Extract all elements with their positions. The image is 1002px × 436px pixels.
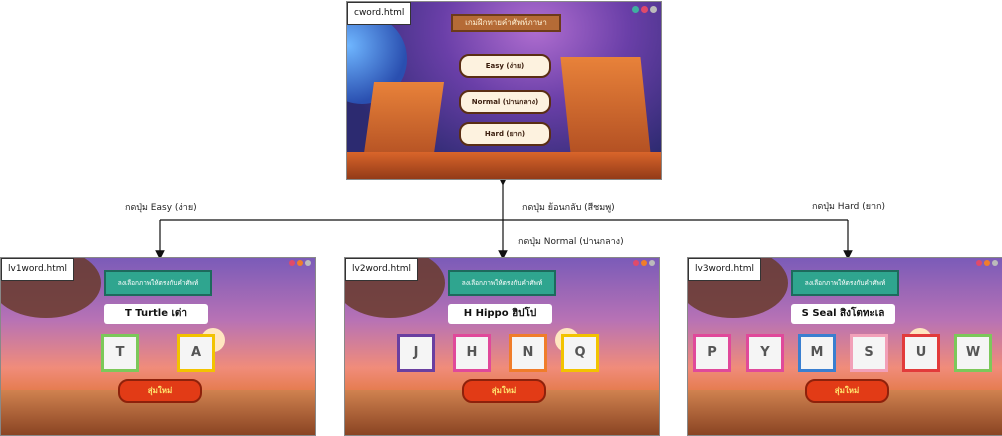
target-word: T Turtle เต่า bbox=[104, 304, 208, 324]
cword-filename: cword.html bbox=[347, 2, 412, 25]
info-icon[interactable] bbox=[992, 260, 998, 266]
instruction-banner: ลงเลือกภาพให้ตรงกับคำศัพท์ bbox=[104, 270, 212, 296]
top-icons bbox=[289, 260, 311, 266]
hard-button[interactable]: Hard (ยาก) bbox=[459, 122, 551, 146]
picture-card[interactable]: J bbox=[397, 334, 435, 372]
back-label: กดปุ่ม ย้อนกลับ (สีชมพู) bbox=[522, 203, 615, 213]
hard-label: กดปุ่ม Hard (ยาก) bbox=[812, 202, 885, 212]
level-filename: lv2word.html bbox=[345, 258, 419, 281]
normal-button[interactable]: Normal (ปานกลาง) bbox=[459, 90, 551, 114]
picture-card[interactable]: N bbox=[509, 334, 547, 372]
home-icon[interactable] bbox=[633, 260, 639, 266]
lv2-screen: lv2word.html ลงเลือกภาพให้ตรงกับคำศัพท์ H … bbox=[344, 257, 660, 436]
instruction-banner: ลงเลือกภาพให้ตรงกับคำศัพท์ bbox=[448, 270, 556, 296]
random-button[interactable]: สุ่มใหม่ bbox=[118, 379, 202, 403]
level-filename: lv1word.html bbox=[1, 258, 75, 281]
target-word: S Seal สิงโตทะเล bbox=[791, 304, 895, 324]
instruction-banner: ลงเลือกภาพให้ตรงกับคำศัพท์ bbox=[791, 270, 899, 296]
picture-card[interactable]: Y bbox=[746, 334, 784, 372]
lv3-screen: lv3word.html ลงเลือกภาพให้ตรงกับคำศัพท์ S … bbox=[687, 257, 1002, 436]
lv1-screen: lv1word.html ลงเลือกภาพให้ตรงกับคำศัพท์ T … bbox=[0, 257, 316, 436]
title-banner: เกมฝึกทายคำศัพท์ภาษา bbox=[451, 14, 561, 32]
target-word: H Hippo ฮิปโป bbox=[448, 304, 552, 324]
ground bbox=[347, 152, 661, 179]
picture-card[interactable]: M bbox=[798, 334, 836, 372]
top-icons bbox=[633, 260, 655, 266]
easy-label: กดปุ่ม Easy (ง่าย) bbox=[125, 203, 197, 213]
picture-card[interactable]: H bbox=[453, 334, 491, 372]
sound-icon[interactable] bbox=[297, 260, 303, 266]
home-icon[interactable] bbox=[641, 6, 648, 13]
info-icon[interactable] bbox=[650, 6, 657, 13]
home-icon[interactable] bbox=[976, 260, 982, 266]
picture-card[interactable]: T bbox=[101, 334, 139, 372]
top-icons bbox=[632, 6, 657, 13]
sound-icon[interactable] bbox=[984, 260, 990, 266]
picture-card[interactable]: U bbox=[902, 334, 940, 372]
picture-card[interactable]: S bbox=[850, 334, 888, 372]
normal-label: กดปุ่ม Normal (ปานกลาง) bbox=[518, 237, 624, 247]
info-icon[interactable] bbox=[305, 260, 311, 266]
easy-button[interactable]: Easy (ง่าย) bbox=[459, 54, 551, 78]
level-filename: lv3word.html bbox=[688, 258, 762, 281]
cword-screen: cword.html เกมฝึกทายคำศัพท์ภาษา Easy (ง่… bbox=[346, 1, 662, 180]
picture-card[interactable]: A bbox=[177, 334, 215, 372]
home-icon[interactable] bbox=[289, 260, 295, 266]
random-button[interactable]: สุ่มใหม่ bbox=[462, 379, 546, 403]
picture-card[interactable]: W bbox=[954, 334, 992, 372]
info-icon[interactable] bbox=[649, 260, 655, 266]
picture-card[interactable]: P bbox=[693, 334, 731, 372]
random-button[interactable]: สุ่มใหม่ bbox=[805, 379, 889, 403]
picture-card[interactable]: Q bbox=[561, 334, 599, 372]
top-icons bbox=[976, 260, 998, 266]
sound-icon[interactable] bbox=[641, 260, 647, 266]
sound-icon[interactable] bbox=[632, 6, 639, 13]
